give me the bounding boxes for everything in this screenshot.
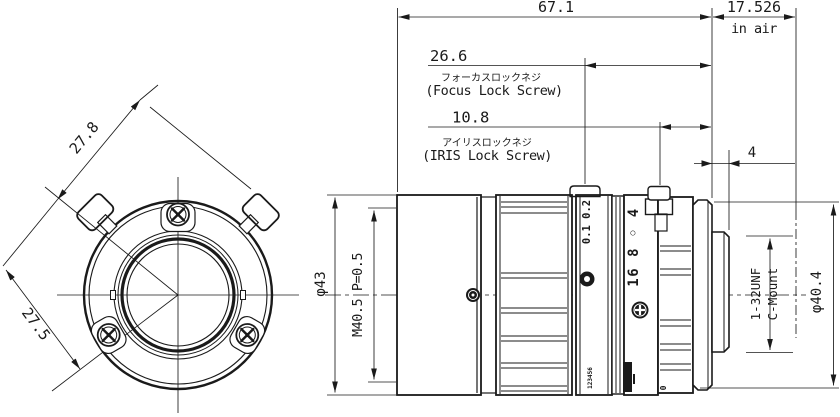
mount-type-label: C-Mount xyxy=(765,268,780,321)
front-view: 27.8 27.5 xyxy=(2,84,299,413)
aperture-zero-mark: 0 xyxy=(659,385,668,390)
index-notch-left xyxy=(110,290,116,300)
filter-thread-label: M40.5 P=0.5 xyxy=(350,253,366,337)
thread-length-label: 4 xyxy=(748,145,756,161)
focus-ring xyxy=(495,194,573,396)
focus-scale-numbers: 123456 xyxy=(587,367,594,389)
iris-ring: 16 8 ◦ 4 xyxy=(623,194,659,396)
dimension-thread-length: 4 xyxy=(694,145,795,167)
top-dimensions: 67.1 17.526 in air 26.6 フォーカスロックネジ (Focu… xyxy=(397,0,797,338)
extension-line-upper-diagonal xyxy=(44,186,179,296)
iris-ring-screw xyxy=(631,301,649,319)
aperture-scale-marks: 16 8 ◦ 4 xyxy=(626,207,642,286)
focus-scale-ring: 0.1 0.2 123456 xyxy=(575,194,613,396)
side-view: 0.1 0.2 123456 16 8 ◦ 4 xyxy=(313,185,839,396)
dimension-focus-lock: 26.6 フォーカスロックネジ (Focus Lock Screw) xyxy=(425,47,711,99)
focus-lock-screw-front xyxy=(76,193,118,235)
front-barrel xyxy=(396,194,496,396)
c-mount-thread xyxy=(711,231,730,353)
iris-lock-dim-label: 10.8 xyxy=(452,109,489,127)
dimension-flange-back: 17.526 in air xyxy=(713,0,795,37)
iris-lock-knob xyxy=(644,185,674,232)
focus-lock-dim-label: 26.6 xyxy=(430,47,467,65)
diameter-43-label: φ43 xyxy=(313,271,329,296)
overall-length-label: 67.1 xyxy=(538,0,574,16)
focus-lock-label-jp: フォーカスロックネジ xyxy=(441,72,541,84)
focus-lock-label-en: (Focus Lock Screw) xyxy=(425,83,562,99)
phillips-screw-lower-left xyxy=(90,315,127,355)
mount-flange xyxy=(692,199,713,391)
phillips-screw-lower-right xyxy=(229,315,266,355)
focus-scale-marks: 0.1 0.2 xyxy=(581,200,593,244)
flange-back-note: in air xyxy=(731,21,777,37)
mount-diameter-label: φ40.4 xyxy=(809,271,825,313)
dimension-overall-length: 67.1 xyxy=(398,0,711,20)
iris-lock-label-en: (IRIS Lock Screw) xyxy=(422,148,552,164)
barrel-set-screw xyxy=(466,288,480,302)
flange-back-label: 17.526 xyxy=(727,0,781,16)
dimension-mount-thread: 1-32UNF C-Mount xyxy=(746,235,793,353)
dimension-iris-lock: 10.8 アイリスロックネジ (IRIS Lock Screw) xyxy=(422,109,711,164)
extension-line-knurl-tip xyxy=(149,106,252,190)
index-notch-right xyxy=(240,290,246,300)
illegible-engraving xyxy=(623,362,632,392)
iris-lock-label-jp: アイリスロックネジ xyxy=(442,137,532,149)
dimension-filter-thread: M40.5 P=0.5 xyxy=(350,207,396,383)
dimension-mount-diameter: φ40.4 xyxy=(700,201,839,389)
dimension-diameter-43: φ43 xyxy=(313,194,396,396)
phillips-screw-top xyxy=(160,202,196,233)
iris-lock-screw-front xyxy=(238,193,280,235)
rear-ring-grooves xyxy=(660,245,691,371)
focus-lock-knob xyxy=(569,185,601,198)
mount-thread-label: 1-32UNF xyxy=(748,268,763,321)
separator-rings xyxy=(611,195,625,395)
focus-ring-ridges xyxy=(501,201,567,392)
